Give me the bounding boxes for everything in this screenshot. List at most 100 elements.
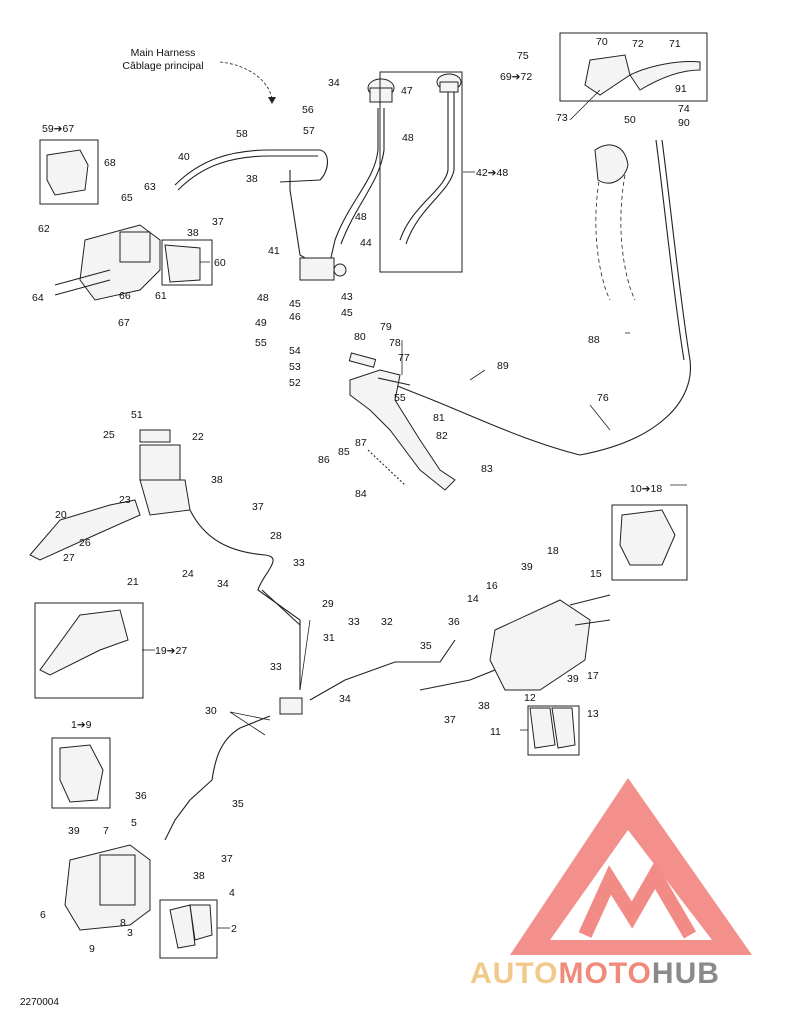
watermark-mark [578,861,697,939]
harness-label-en: Main Harness [131,47,196,59]
part-73: 73 [556,112,568,124]
part-43: 43 [341,291,353,303]
part-86: 86 [318,454,330,466]
part-35-left: 35 [232,798,244,810]
part-48-mid: 48 [257,292,269,304]
part-90: 90 [678,117,690,129]
main-harness-label: Main Harness Câblage principal [122,47,276,104]
part-16: 16 [486,580,498,592]
part-22: 22 [192,431,204,443]
part-72: 72 [632,38,644,50]
part-36-left: 36 [135,790,147,802]
part-24: 24 [182,568,194,580]
harness-label-fr: Câblage principal [122,60,203,72]
part-51: 51 [131,409,143,421]
part-55-right: 55 [394,392,406,404]
part-37-bottom: 37 [221,853,233,865]
part-45a: 45 [289,298,301,310]
part-38-left: 38 [211,474,223,486]
part-23: 23 [119,494,131,506]
part-12: 12 [524,692,536,704]
part-75: 75 [517,50,529,62]
part-82: 82 [436,430,448,442]
part-88: 88 [588,334,600,346]
part-27: 27 [63,552,75,564]
part-11: 11 [490,726,501,738]
part-45b: 45 [341,307,353,319]
part-81: 81 [433,412,445,424]
part-55-left: 55 [255,337,267,349]
part-29: 29 [322,598,334,610]
part-6: 6 [40,909,46,921]
part-61: 61 [155,290,167,302]
part-58: 58 [236,128,248,140]
part-87: 87 [355,437,367,449]
part-79: 79 [380,321,392,333]
part-62: 62 [38,223,50,235]
part-49: 49 [255,317,267,329]
part-34-low: 34 [339,693,351,705]
part-78: 78 [389,337,401,349]
part-57: 57 [303,125,315,137]
part-39-right: 39 [521,561,533,573]
range-42-48: 42➔48 [476,167,508,179]
part-56: 56 [302,104,314,116]
part-70: 70 [596,36,608,48]
part-44: 44 [360,237,372,249]
part-18: 18 [547,545,559,557]
part-15: 15 [590,568,602,580]
parts [29,54,701,949]
part-26: 26 [79,537,91,549]
watermark: AUTOMOTOHUB [470,778,752,990]
range-59-67: 59➔67 [42,123,74,135]
part-14: 14 [467,593,479,605]
part-33-b: 33 [348,616,360,628]
range-10-18: 10➔18 [630,483,662,495]
brake-lines [164,90,692,841]
part-89: 89 [497,360,509,372]
part-52: 52 [289,377,301,389]
part-91: 91 [675,83,687,95]
part-39-low: 39 [567,673,579,685]
part-80: 80 [354,331,366,343]
part-34-mid: 34 [217,578,229,590]
range-1-9: 1➔9 [71,719,92,731]
drawing-code: 2270004 [20,997,59,1008]
part-48-b: 48 [355,211,367,223]
part-33-c: 33 [270,661,282,673]
part-84: 84 [355,488,367,500]
part-2: 2 [231,923,237,935]
part-85: 85 [338,446,350,458]
part-9: 9 [89,943,95,955]
part-17: 17 [587,670,599,682]
part-35-right: 35 [420,640,432,652]
part-number-labels: 59➔67 68 63 40 65 37 38 62 60 64 66 61 6… [32,36,690,955]
part-40: 40 [178,151,190,163]
part-37-top: 37 [212,216,224,228]
part-66: 66 [119,290,131,302]
part-77: 77 [398,352,410,364]
part-46: 46 [289,311,301,323]
range-69-72: 69➔72 [500,71,532,83]
part-83: 83 [481,463,493,475]
part-28: 28 [270,530,282,542]
part-30: 30 [205,705,217,717]
leader-lines [142,89,687,929]
part-21: 21 [127,576,139,588]
part-37-left: 37 [252,501,264,513]
part-8: 8 [120,917,126,929]
part-39-left: 39 [68,825,80,837]
part-48-top: 48 [402,132,414,144]
part-64: 64 [32,292,44,304]
part-68: 68 [104,157,116,169]
part-4: 4 [229,887,235,899]
part-41: 41 [268,245,280,257]
part-31: 31 [323,632,335,644]
part-47: 47 [401,85,413,97]
part-54: 54 [289,345,301,357]
part-38-top: 38 [187,227,199,239]
part-38-mid: 38 [246,173,258,185]
part-13: 13 [587,708,599,720]
part-34-top: 34 [328,77,340,89]
